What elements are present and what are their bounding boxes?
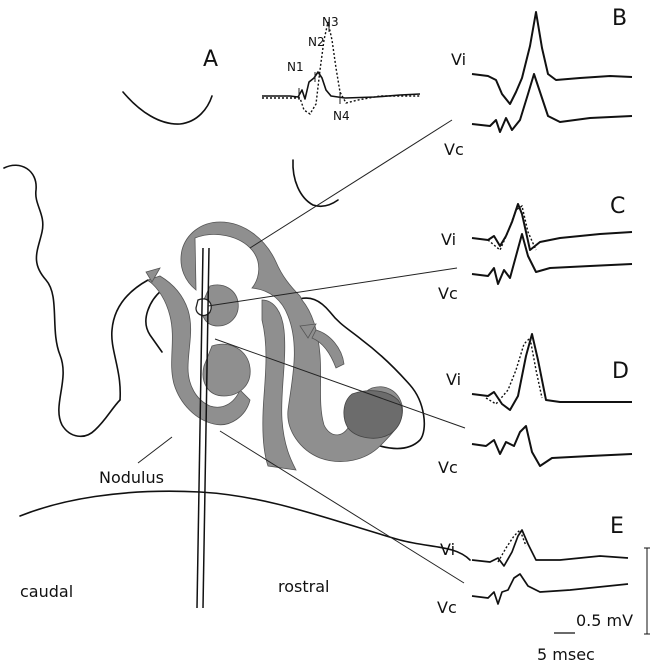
- caudal-label: caudal: [20, 582, 73, 601]
- section-outline-left: [4, 165, 120, 436]
- trace-b-vi: [472, 12, 632, 104]
- trace-b-vc: [472, 74, 632, 132]
- trace-label-vc: Vc: [438, 284, 458, 303]
- panel-label-a: A: [203, 47, 218, 72]
- inset-waveform: [262, 19, 420, 114]
- trace-e-vc: [472, 574, 628, 604]
- trace-label-vi: Vi: [446, 370, 461, 389]
- peak-label-n2: N2: [308, 35, 325, 49]
- cerebellar-folia: [146, 222, 403, 470]
- panel-label-c: C: [610, 194, 625, 219]
- panel-label-e: E: [610, 514, 624, 539]
- peak-label-n3: N3: [322, 15, 339, 29]
- section-outline-fragment: [123, 92, 212, 124]
- trace-label-vc: Vc: [438, 458, 458, 477]
- trace-e-vi: [472, 530, 628, 566]
- voltage-scale-label: 0.5 mV: [576, 611, 633, 630]
- time-scale-label: 5 msec: [537, 645, 595, 664]
- trace-label-vi: Vi: [441, 230, 456, 249]
- trace-d-vc: [472, 426, 632, 466]
- trace-c-vc: [472, 234, 632, 284]
- peak-label-n1: N1: [287, 60, 304, 74]
- section-outline-caudal-lobe: [112, 280, 162, 400]
- trace-label-vi: Vi: [440, 540, 455, 559]
- trace-label-vi: Vi: [451, 50, 466, 69]
- nodulus-arrow: [138, 437, 172, 463]
- nodulus-label: Nodulus: [99, 468, 164, 487]
- peak-label-n4: N4: [333, 109, 350, 123]
- trace-label-vc: Vc: [437, 598, 457, 617]
- panel-label-d: D: [612, 359, 629, 384]
- voltage-scale-bar: [644, 548, 650, 634]
- section-outline-fragment: [293, 160, 338, 206]
- base-contour: [20, 491, 470, 560]
- trace-c-vi: [472, 204, 632, 250]
- trace-d-vi: [472, 334, 632, 410]
- rostral-label: rostral: [278, 577, 329, 596]
- panel-label-b: B: [612, 6, 627, 31]
- trace-label-vc: Vc: [444, 140, 464, 159]
